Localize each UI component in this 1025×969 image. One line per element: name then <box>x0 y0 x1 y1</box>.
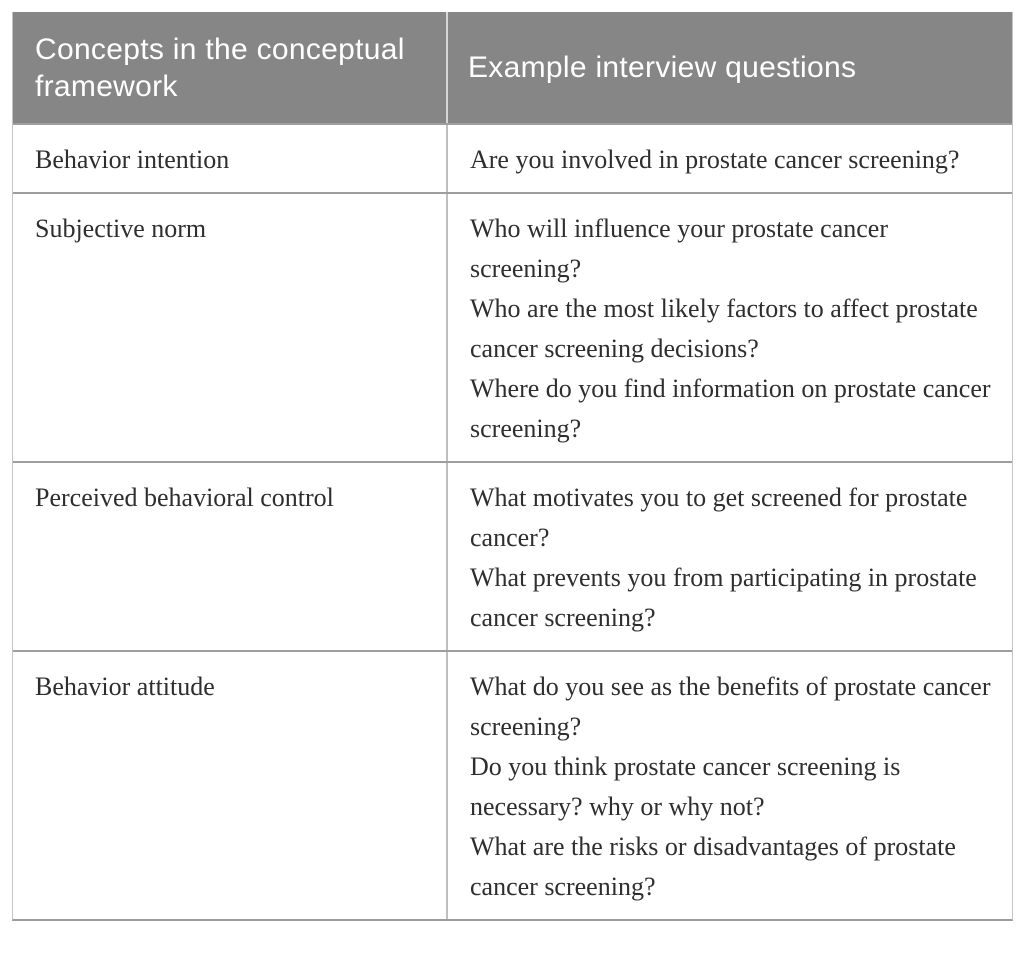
questions-cell: Who will influence your prostate cancer … <box>448 194 1012 461</box>
header-questions-label: Example interview questions <box>468 51 857 84</box>
table-row-behavior-attitude: Behavior attitude What do you see as the… <box>13 650 1012 919</box>
concept-questions-table: Concepts in the conceptual framework Exa… <box>12 12 1013 921</box>
table-header-row: Concepts in the conceptual framework Exa… <box>13 12 1012 123</box>
questions-cell: What motivates you to get screened for p… <box>448 463 1012 650</box>
table-row-behavior-intention: Behavior intention Are you involved in p… <box>13 123 1012 192</box>
question-line: What are the risks or disadvantages of p… <box>470 832 956 901</box>
question-line: Who are the most likely factors to affec… <box>470 294 978 363</box>
question-line: What do you see as the benefits of prost… <box>470 672 991 741</box>
question-line: Where do you find information on prostat… <box>470 374 991 443</box>
header-cell-concepts: Concepts in the conceptual framework <box>13 12 448 123</box>
table-row-perceived-behavioral-control: Perceived behavioral control What motiva… <box>13 461 1012 650</box>
questions-cell: What do you see as the benefits of prost… <box>448 652 1012 919</box>
question-line: What motivates you to get screened for p… <box>470 483 968 552</box>
header-cell-questions: Example interview questions <box>448 12 1012 123</box>
concept-cell: Subjective norm <box>13 194 448 461</box>
question-line: Are you involved in prostate cancer scre… <box>470 145 960 174</box>
concept-cell: Behavior intention <box>13 125 448 192</box>
questions-cell: Are you involved in prostate cancer scre… <box>448 125 1012 192</box>
concept-cell: Behavior attitude <box>13 652 448 919</box>
header-concepts-label: Concepts in the conceptual framework <box>35 32 405 103</box>
question-line: Do you think prostate cancer screening i… <box>470 752 901 821</box>
question-line: Who will influence your prostate cancer … <box>470 214 888 283</box>
table-row-subjective-norm: Subjective norm Who will influence your … <box>13 192 1012 461</box>
question-line: What prevents you from participating in … <box>470 563 977 632</box>
concept-cell: Perceived behavioral control <box>13 463 448 650</box>
